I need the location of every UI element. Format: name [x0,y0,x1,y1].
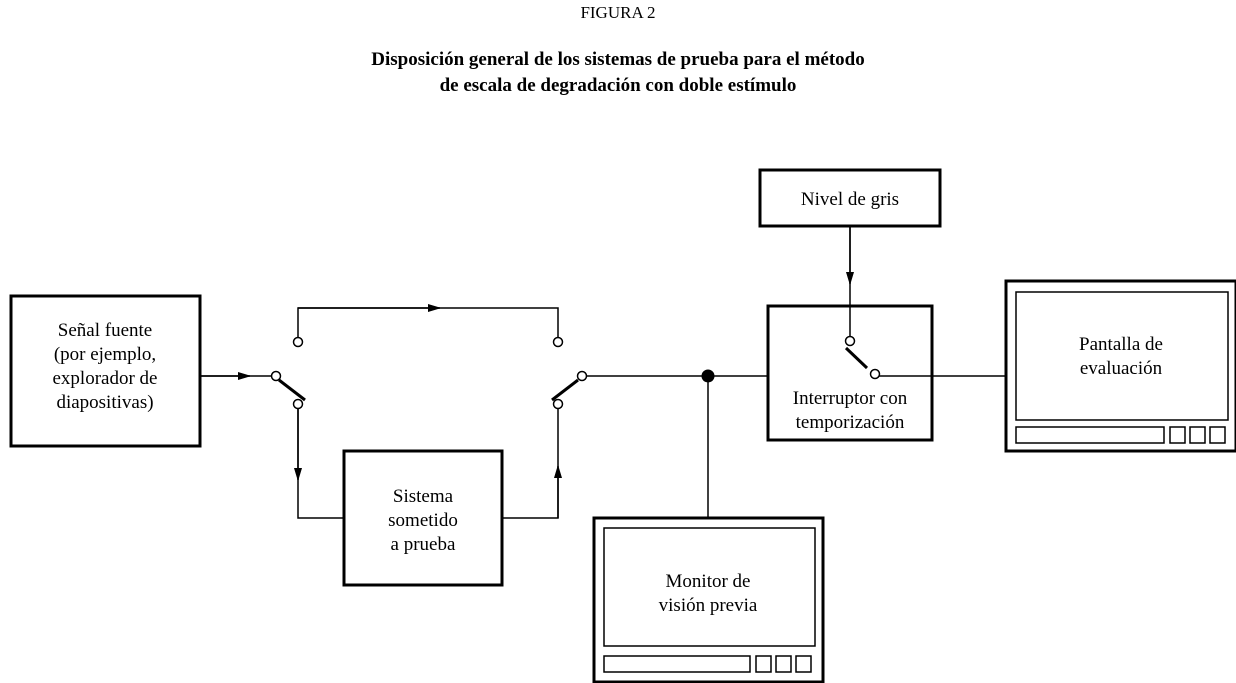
figure-title-line-1: Disposición general de los sistemas de p… [371,49,865,70]
figure-title: Disposición general de los sistemas de p… [0,47,1236,99]
output-switch [551,336,588,410]
timed-switch-block: Interruptor con temporización [766,304,934,442]
switch2-lever [551,378,579,402]
switch2-upper-contact [552,336,564,348]
switch2-common-contact [576,370,588,382]
timed-switch-label-line-1: Interruptor con [793,388,908,409]
preview-monitor-control-bar [603,655,751,673]
switch2-lower-contact [552,398,564,410]
connector-system-switch2 [502,408,559,519]
system-label-line-3: a prueba [391,534,456,555]
evaluation-display-button-2 [1189,426,1206,444]
source-block: Señal fuente (por ejemplo, explorador de… [9,294,202,448]
preview-monitor-button-2 [775,655,792,673]
source-label-line-1: Señal fuente [58,320,152,341]
timed-switch-right-contact [869,368,881,380]
connector-switch1-system [297,408,344,519]
evaluation-display-button-1 [1169,426,1186,444]
evaluation-display-label-line-2: evaluación [1080,358,1163,379]
evaluation-display-button-3 [1209,426,1226,444]
preview-monitor-button-3 [795,655,812,673]
switch1-lower-contact [292,398,304,410]
figure-label: FIGURA 2 [580,3,656,22]
evaluation-display-screen [1015,291,1229,421]
source-label-line-3: explorador de [53,368,158,389]
switch1-common-contact [270,370,282,382]
timed-switch-label-line-2: temporización [796,412,905,433]
switch1-upper-contact [292,336,304,348]
preview-monitor-screen [603,527,816,647]
preview-monitor-label-line-2: visión previa [659,595,758,616]
preview-monitor-button-1 [755,655,772,673]
timed-switch-lever [844,346,869,370]
preview-monitor: Monitor de visión previa [592,516,825,683]
evaluation-display-control-bar [1015,426,1165,444]
system-under-test-block: Sistema sometido a prueba [342,449,504,587]
input-switch [270,336,306,410]
grey-level-block: Nivel de gris [758,168,942,228]
evaluation-display-label-line-1: Pantalla de [1079,334,1163,355]
system-label-line-2: sometido [388,510,458,531]
system-label-line-1: Sistema [393,486,454,507]
switch1-lever [278,378,306,402]
bypass-path [297,307,559,338]
figure-title-line-2: de escala de degradación con doble estím… [439,75,797,96]
preview-monitor-label-line-1: Monitor de [666,571,751,592]
timed-switch-upper-contact [844,335,856,347]
source-label-line-4: diapositivas) [56,392,153,413]
evaluation-display: Pantalla de evaluación [1004,279,1236,453]
grey-level-label: Nivel de gris [801,189,899,210]
source-label-line-2: (por ejemplo, [54,344,156,365]
